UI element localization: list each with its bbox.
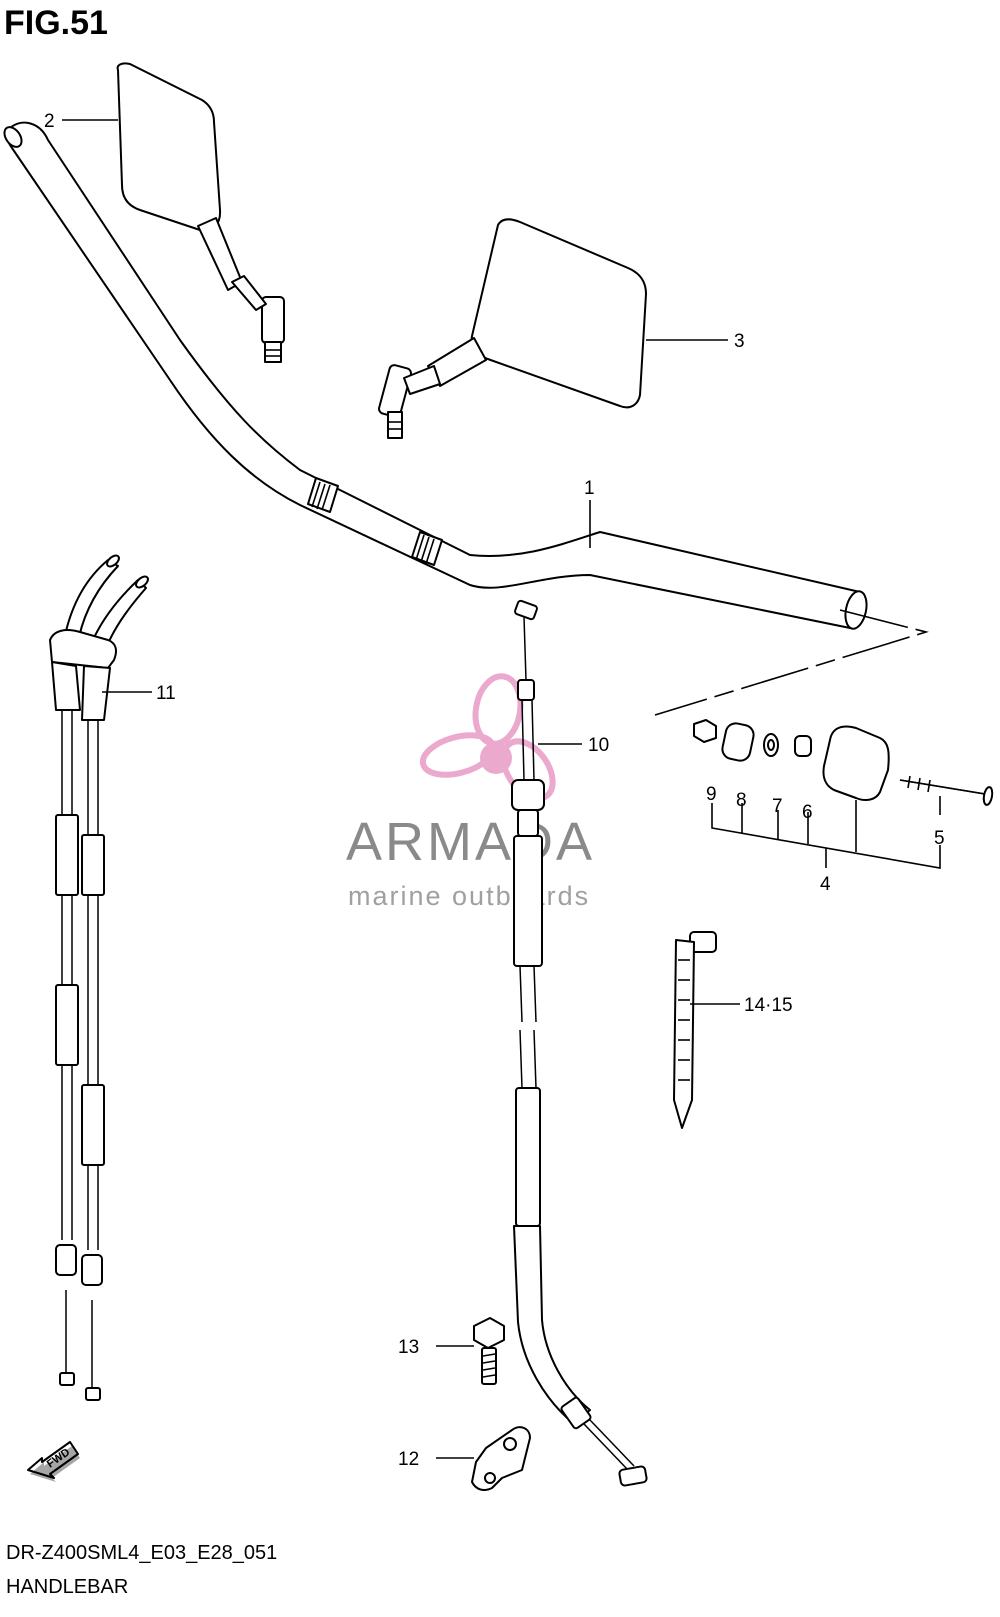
throttle-cables (49, 554, 149, 1401)
model-code: DR-Z400SML4_E03_E28_051 (6, 1542, 278, 1564)
callout-8: 8 (736, 790, 747, 811)
callout-2: 2 (44, 111, 55, 132)
callout-12: 12 (398, 1449, 419, 1470)
callout-14-15: 14·15 (744, 995, 793, 1016)
cable-bracket (471, 1426, 531, 1491)
screw-part-5 (899, 775, 994, 806)
leader-lines (62, 119, 740, 1459)
balancer-assembly (654, 609, 994, 869)
balancer-part-4 (822, 725, 890, 801)
callout-labels: 2 3 1 11 10 9 8 7 6 5 4 14·15 13 12 (44, 111, 945, 1470)
callout-7: 7 (772, 796, 783, 817)
cable-tie (673, 931, 717, 1129)
callout-11: 11 (156, 683, 176, 704)
callout-13: 13 (398, 1337, 419, 1358)
callout-9: 9 (706, 784, 717, 805)
bolt-part-13 (473, 1317, 505, 1385)
section-name: HANDLEBAR (6, 1576, 129, 1598)
watermark-logo (419, 673, 556, 802)
knurl-band-left (307, 477, 339, 513)
collar-part-6 (794, 735, 812, 757)
figure-title: FIG.51 (4, 4, 108, 42)
fwd-arrow-icon: FWD (27, 1441, 80, 1482)
callout-10: 10 (588, 735, 609, 756)
callout-1: 1 (584, 478, 595, 499)
mirror-left (116, 62, 285, 363)
callout-4: 4 (820, 874, 831, 895)
spacer-part-8 (721, 722, 755, 762)
callout-5: 5 (934, 828, 945, 849)
watermark-tagline: marine outboards (348, 881, 590, 911)
nut-part-9 (693, 719, 717, 743)
watermark-brand: ARMADA (346, 812, 595, 872)
callout-3: 3 (734, 331, 745, 352)
clutch-cable (511, 599, 648, 1487)
handlebar (3, 121, 868, 630)
knurl-band-right (411, 531, 443, 566)
mirror-right (378, 218, 647, 439)
callout-6: 6 (802, 802, 813, 823)
